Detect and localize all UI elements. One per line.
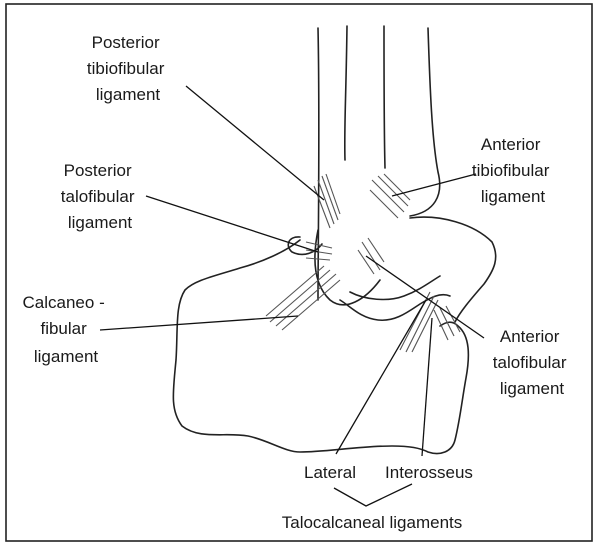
label-anterior-talofibular: Anterior talofibular ligament bbox=[493, 327, 571, 398]
label-calcaneofibular: Calcaneo - fibular ligament bbox=[23, 293, 110, 366]
leader-posterior-tibiofibular bbox=[186, 86, 324, 200]
label-anterior-tibiofibular: Anterior tibiofibular ligament bbox=[472, 135, 554, 206]
label-talocalcaneal-ligaments: Talocalcaneal ligaments bbox=[282, 513, 463, 532]
leader-posterior-talofibular bbox=[146, 196, 318, 252]
anterior-talofibular-ligament bbox=[358, 238, 384, 274]
leader-calcaneofibular bbox=[100, 316, 298, 330]
label-posterior-tibiofibular: Posterior tibiofibular ligament bbox=[87, 33, 169, 104]
label-interosseus: Interosseus bbox=[385, 463, 473, 482]
figure-border bbox=[6, 4, 592, 541]
tibia-bone bbox=[384, 26, 440, 216]
leader-anterior-tibiofibular bbox=[392, 174, 476, 196]
interosseus-talocalcaneal-ligament bbox=[434, 306, 460, 340]
anterior-tibiofibular-ligament bbox=[370, 174, 410, 218]
leader-lateral bbox=[336, 300, 426, 454]
talocalcaneal-bracket bbox=[334, 484, 412, 506]
label-lateral: Lateral bbox=[304, 463, 356, 482]
leader-interosseus bbox=[422, 318, 432, 456]
label-posterior-talofibular: Posterior talofibular ligament bbox=[61, 161, 139, 232]
